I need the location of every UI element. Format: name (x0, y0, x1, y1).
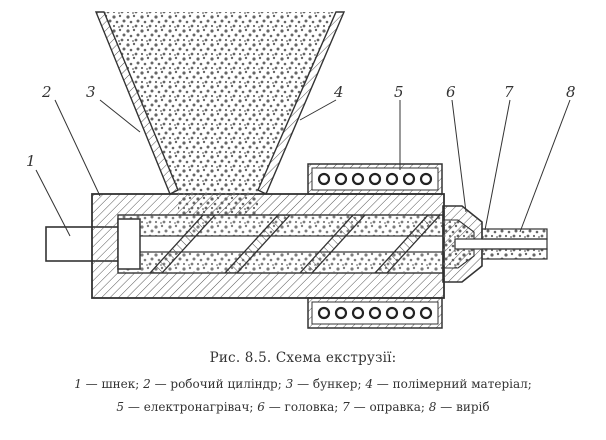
callout-3: 3 (86, 83, 96, 101)
product-tube (481, 228, 548, 260)
callout-4: 4 (333, 83, 344, 101)
legend-number: 5 (116, 400, 125, 414)
leader-lines (35, 99, 571, 237)
callout-8: 8 (566, 83, 576, 101)
legend-number: 1 (74, 377, 82, 391)
legend-number: 4 (365, 377, 373, 391)
extrusion-diagram: 1 2 3 4 5 6 7 8 (26, 11, 576, 329)
legend-number: 6 (257, 400, 265, 414)
legend-text: робочий циліндр; (170, 377, 282, 391)
legend-text: виріб (456, 400, 490, 414)
legend-text: бункер; (312, 377, 362, 391)
legend-number: 2 (143, 377, 151, 391)
legend-number: 8 (428, 400, 437, 414)
legend-text: шнек; (101, 377, 140, 391)
legend-text: оправка; (369, 400, 425, 414)
hopper (94, 11, 346, 216)
figure-title: Рис. 8.5. Схема екструзії: (209, 350, 397, 366)
legend-number: 3 (285, 377, 294, 391)
callout-2: 2 (41, 83, 52, 101)
legend-line-2: 5 — електронагрівач; 6 — головка; 7 — оп… (116, 400, 490, 414)
callout-7: 7 (504, 83, 514, 101)
legend-number: 7 (342, 400, 350, 414)
callout-6: 6 (446, 83, 456, 101)
legend-text: електронагрівач; (143, 400, 254, 414)
callout-1: 1 (26, 152, 36, 170)
callout-5: 5 (394, 83, 404, 101)
legend-text: головка; (284, 400, 339, 414)
mandrel (454, 238, 548, 250)
electric-heater-bottom (307, 297, 443, 329)
legend-text: полімерний матеріал; (392, 377, 532, 391)
screw-hub (117, 218, 141, 270)
electric-heater-top (307, 163, 443, 195)
screw (118, 215, 443, 273)
legend-line-1: 1 — шнек; 2 — робочий циліндр; 3 — бунке… (74, 377, 532, 391)
